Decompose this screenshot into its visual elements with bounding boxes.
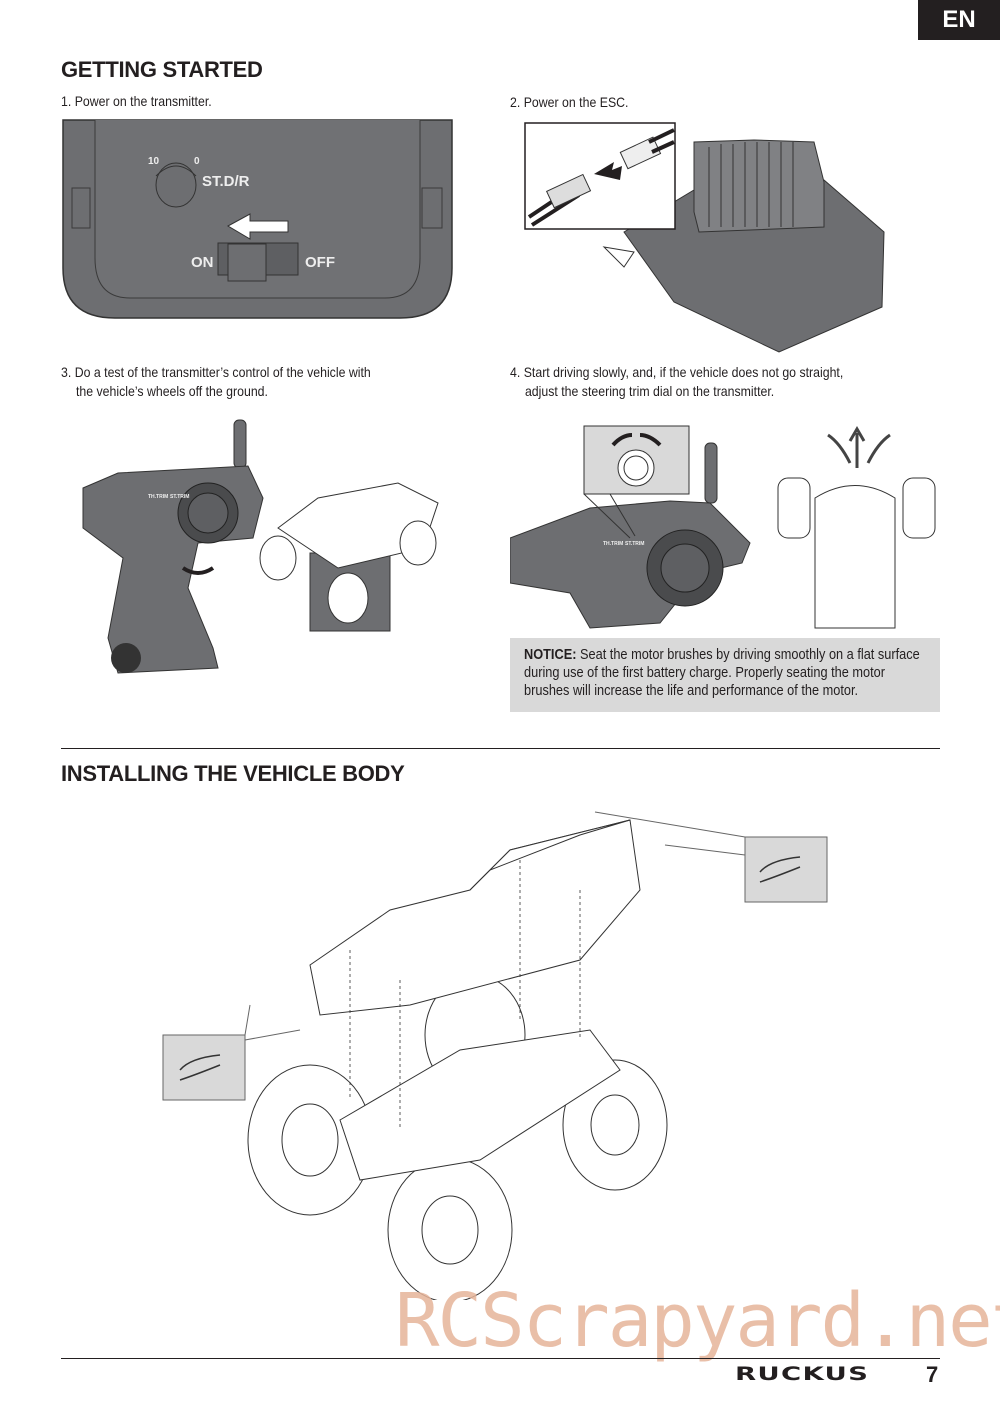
on-label: ON bbox=[191, 254, 214, 271]
notice-box: NOTICE: Seat the motor brushes by drivin… bbox=[510, 638, 940, 712]
arrow-left-icon bbox=[226, 213, 289, 240]
section-title-getting-started: GETTING STARTED bbox=[61, 57, 263, 82]
step-text: Power on the transmitter. bbox=[74, 93, 212, 109]
transmitter-power-switch-illustration: 10 0 ST.D/R ON OFF bbox=[62, 119, 453, 319]
ruckus-logo: RUCKUS bbox=[735, 1364, 870, 1386]
step-text-continued: the vehicle’s wheels off the ground. bbox=[75, 383, 268, 399]
esc-connector-illustration bbox=[524, 122, 885, 353]
th-trim-label: TH.TRIM bbox=[148, 494, 168, 500]
section-divider bbox=[61, 748, 940, 749]
off-label: OFF bbox=[305, 254, 335, 271]
step-number: 1. bbox=[61, 93, 72, 109]
th-trim-label: TH.TRIM bbox=[603, 541, 623, 547]
dial-name-label: ST.D/R bbox=[202, 173, 250, 190]
language-tab: EN bbox=[918, 0, 1000, 40]
watermark: RCScrapyard.net bbox=[395, 1278, 1000, 1364]
body-installation-illustration bbox=[162, 811, 828, 1300]
step-3: 3. Do a test of the transmitter’s contro… bbox=[61, 363, 466, 401]
step-2: 2. Power on the ESC. bbox=[510, 93, 915, 112]
step-number: 2. bbox=[510, 94, 521, 110]
transmitter-test-illustration: TH.TRIM ST.TRIM bbox=[82, 419, 439, 674]
dial-min-label: 0 bbox=[194, 156, 200, 167]
dial-max-label: 10 bbox=[148, 156, 160, 167]
steering-trim-illustration: TH.TRIM ST.TRIM bbox=[510, 425, 936, 629]
st-trim-label: ST.TRIM bbox=[625, 541, 644, 547]
step-1: 1. Power on the transmitter. bbox=[61, 92, 466, 111]
notice-label: NOTICE: bbox=[524, 647, 577, 663]
footer-divider bbox=[61, 1358, 940, 1359]
step-number: 4. bbox=[510, 364, 521, 380]
page-number: 7 bbox=[926, 1362, 939, 1387]
st-trim-label: ST.TRIM bbox=[170, 494, 189, 500]
step-number: 3. bbox=[61, 364, 72, 380]
step-text: Do a test of the transmitter’s control o… bbox=[74, 364, 371, 380]
step-text-continued: adjust the steering trim dial on the tra… bbox=[524, 383, 775, 399]
section-title-installing-body: INSTALLING THE VEHICLE BODY bbox=[61, 761, 405, 786]
step-text: Power on the ESC. bbox=[523, 94, 629, 110]
notice-text: Seat the motor brushes by driving smooth… bbox=[524, 647, 920, 699]
power-switch bbox=[227, 243, 267, 282]
step-text: Start driving slowly, and, if the vehicl… bbox=[523, 364, 844, 380]
step-4: 4. Start driving slowly, and, if the veh… bbox=[510, 363, 915, 401]
